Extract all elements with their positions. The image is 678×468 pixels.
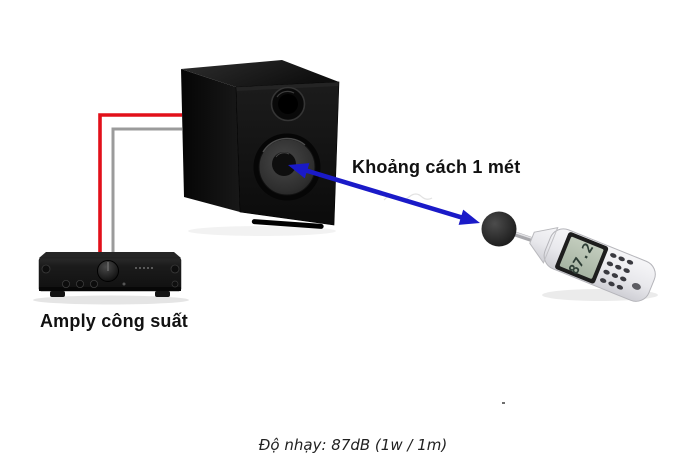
speaker-illustration — [181, 60, 340, 229]
wire-gray — [111, 127, 182, 254]
amp-top-edge — [39, 252, 181, 258]
arrowhead-right — [458, 209, 480, 225]
amplifier-illustration — [38, 252, 182, 297]
amp-knob-1 — [62, 279, 71, 288]
arrowhead-left — [288, 163, 310, 179]
amp-knob-2 — [76, 279, 85, 288]
speaker-top-panel — [181, 60, 339, 87]
sound-level-meter-illustration: 87.2 — [481, 211, 656, 302]
sensitivity-caption: Độ nhạy: 87dB (1w / 1m) — [258, 436, 448, 454]
distance-label: Khoảng cách 1 mét — [352, 157, 521, 177]
amp-foot-right — [155, 291, 170, 297]
speck-artifact — [502, 402, 505, 404]
amp-knob-3 — [90, 279, 99, 288]
amp-foot-left — [50, 291, 65, 297]
woofer-dust-cap — [272, 152, 296, 176]
speaker-wires — [98, 113, 182, 254]
speaker-side-panel — [181, 69, 240, 212]
meter-power-button — [631, 282, 641, 290]
wire-red — [98, 113, 182, 254]
amp-input-knob — [170, 264, 180, 274]
microphone-windscreen-ball — [481, 211, 517, 247]
amp-power-button — [41, 264, 51, 274]
speaker-port-slot — [251, 219, 324, 229]
amp-led-row — [135, 267, 153, 269]
meter-keypad — [600, 253, 641, 290]
distance-arrow — [288, 163, 480, 225]
amplifier-label: Amply công suất — [39, 311, 189, 331]
